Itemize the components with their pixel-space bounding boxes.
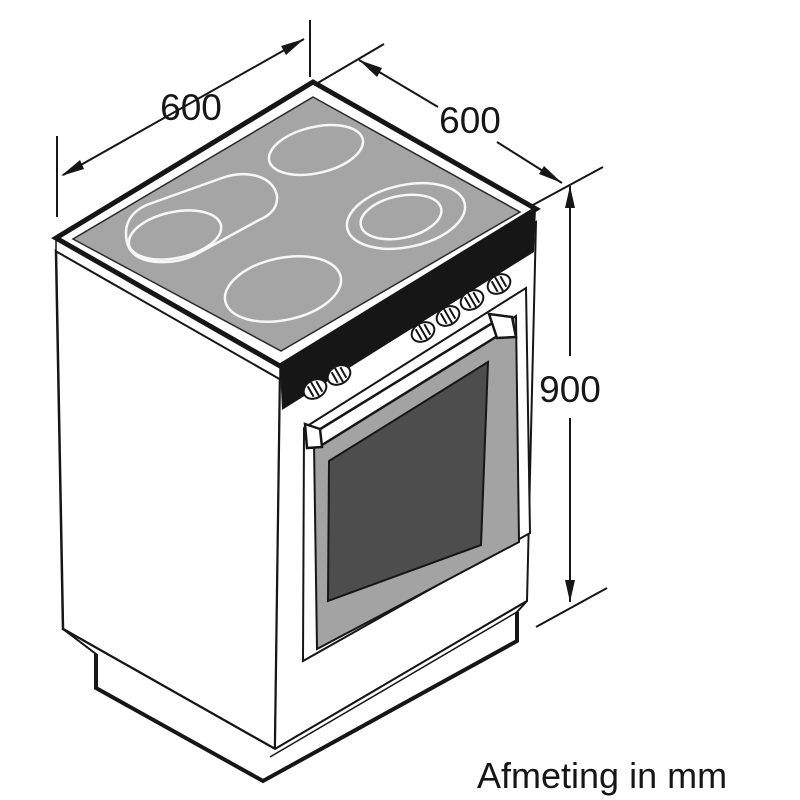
depth-dimension-label: 600: [439, 100, 501, 141]
arrowhead: [359, 60, 382, 77]
units-caption: Afmeting in mm: [477, 755, 727, 796]
arrowhead: [281, 39, 304, 55]
extension-line: [535, 587, 608, 628]
control-knob: [435, 305, 461, 327]
dimension-height: 900: [535, 186, 608, 628]
arrowhead: [61, 160, 84, 176]
control-knob: [459, 289, 485, 311]
control-knob: [410, 321, 436, 343]
plinth-step-line: [269, 611, 518, 758]
control-knob: [326, 364, 352, 386]
burner-left-inner-zone: [127, 209, 223, 261]
control-area: [280, 209, 536, 410]
burner-rear-zone: [267, 123, 365, 177]
dimension-depth: 600: [315, 43, 604, 207]
door-handle: [303, 312, 518, 450]
handle-end-right: [487, 312, 518, 340]
burner-zones: [124, 123, 467, 323]
width-dimension-label: 600: [160, 87, 222, 128]
base-bottom-edge: [94, 612, 519, 784]
burner-right-inner-ring: [359, 193, 443, 241]
dimension-line: [62, 38, 305, 176]
oven-door: [301, 286, 532, 663]
hob-glass: [71, 96, 522, 352]
handle-end-left: [303, 422, 324, 450]
extension-line: [315, 43, 385, 85]
hob-front-trim-band: [280, 209, 536, 410]
arrowhead: [565, 186, 575, 208]
hob-top: [51, 79, 541, 381]
control-knob: [302, 378, 328, 400]
extension-line: [530, 166, 604, 207]
arrowhead: [539, 166, 562, 183]
control-knob: [486, 273, 512, 295]
burner-right-outer-ring: [345, 181, 467, 251]
arrowhead: [565, 580, 575, 602]
burner-front-zone: [223, 255, 343, 323]
dimension-width: 600: [56, 20, 311, 217]
height-dimension-label: 900: [539, 369, 601, 410]
oven-window: [326, 360, 490, 603]
